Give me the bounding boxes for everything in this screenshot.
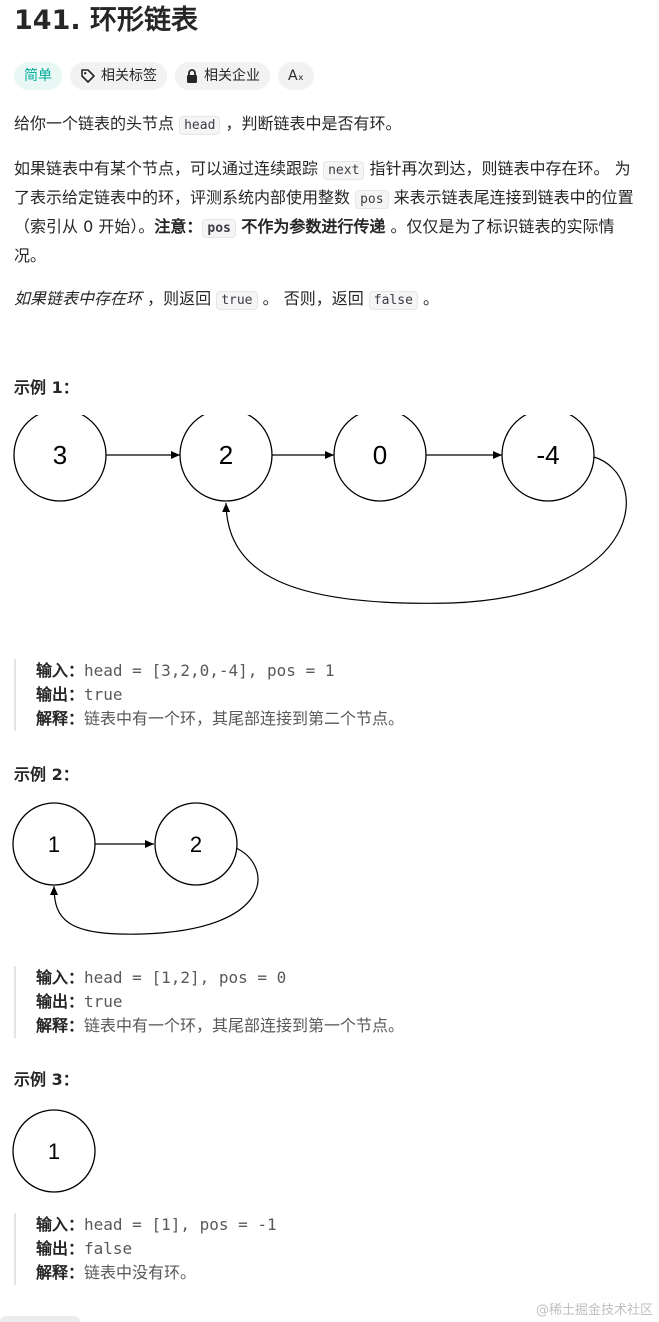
io-explain-row: 解释：链表中没有环。 bbox=[36, 1263, 197, 1282]
example-2-io: 输入：head = [1,2], pos = 0 输出：true 解释：链表中有… bbox=[14, 966, 645, 1038]
io-explain-row: 解释：链表中有一个环，其尾部连接到第二个节点。 bbox=[36, 709, 405, 728]
watermark: @稀土掘金技术社区 bbox=[535, 1303, 653, 1318]
translate-icon: Aₓ bbox=[288, 68, 304, 84]
code-next: next bbox=[323, 161, 365, 180]
io-input-row: 输入：head = [3,2,0,-4], pos = 1 bbox=[36, 661, 335, 680]
related-tags-label: 相关标签 bbox=[101, 68, 157, 84]
bottom-chip bbox=[0, 1316, 80, 1322]
example-3-diagram: 1 bbox=[12, 1109, 96, 1193]
io-input-row: 输入：head = [1,2], pos = 0 bbox=[36, 968, 287, 987]
node-value: 3 bbox=[53, 440, 67, 470]
io-input-row: 输入：head = [1], pos = -1 bbox=[36, 1215, 277, 1234]
io-output-row: 输出：true bbox=[36, 685, 123, 704]
example-3-io: 输入：head = [1], pos = -1 输出：false 解释：链表中没… bbox=[14, 1213, 645, 1285]
page-title: 141. 环形链表 bbox=[14, 5, 199, 36]
example-2: 示例 2： 1 2 输入：head = [1,2], pos = 0 输出：tr… bbox=[12, 761, 645, 1038]
related-companies-label: 相关企业 bbox=[204, 68, 260, 84]
difficulty-label: 简单 bbox=[24, 68, 52, 84]
example-1: 示例 1： 3 2 0 -4 输入：head = [3,2,0,-4], pos… bbox=[13, 374, 645, 731]
example-title: 示例 2： bbox=[14, 765, 79, 784]
description-p2: 如果链表中有某个节点，可以通过连续跟踪 next 指针再次到达，则链表中存在环。… bbox=[14, 159, 634, 265]
example-title: 示例 1： bbox=[14, 378, 79, 397]
description-p3: 如果链表中存在环 ，则返回 true 。 否则，返回 false 。 bbox=[14, 289, 440, 310]
io-output-row: 输出：false bbox=[36, 1239, 133, 1258]
code-true: true bbox=[216, 291, 258, 310]
translate-button[interactable]: Aₓ bbox=[278, 62, 314, 90]
cycle-arrow bbox=[50, 847, 259, 935]
difficulty-badge: 简单 bbox=[14, 62, 62, 90]
code-false: false bbox=[368, 291, 418, 310]
code-pos-note: pos bbox=[202, 219, 236, 238]
example-3: 示例 3： 1 输入：head = [1], pos = -1 输出：false… bbox=[12, 1066, 645, 1285]
list-node bbox=[154, 802, 238, 886]
example-2-diagram: 1 2 bbox=[12, 802, 259, 935]
io-output-row: 输出：true bbox=[36, 992, 123, 1011]
problem-page: 141. 环形链表 简单 相关标签 相关企业 Aₓ 给你一个链表的头节点 hea… bbox=[12, 5, 645, 1285]
node-value: 2 bbox=[219, 440, 233, 470]
node-value: 1 bbox=[48, 1139, 60, 1164]
example-title: 示例 3： bbox=[14, 1070, 79, 1089]
example-1-io: 输入：head = [3,2,0,-4], pos = 1 输出：true 解释… bbox=[14, 659, 645, 731]
description-p1: 给你一个链表的头节点 head ，判断链表中是否有环。 bbox=[14, 114, 402, 135]
node-value: 2 bbox=[190, 832, 202, 857]
related-companies-button[interactable]: 相关企业 bbox=[175, 62, 270, 90]
node-value: 1 bbox=[48, 832, 60, 857]
example-1-diagram: 3 2 0 -4 bbox=[13, 415, 627, 604]
tag-icon bbox=[81, 69, 95, 83]
io-explain-row: 解释：链表中有一个环，其尾部连接到第一个节点。 bbox=[36, 1016, 405, 1035]
list-node bbox=[12, 1109, 96, 1193]
node-value: -4 bbox=[536, 440, 559, 470]
related-tags-button[interactable]: 相关标签 bbox=[70, 62, 167, 90]
code-pos: pos bbox=[355, 190, 389, 209]
cycle-arrow bbox=[222, 456, 627, 604]
node-value: 0 bbox=[373, 440, 387, 470]
lock-icon bbox=[187, 69, 197, 83]
code-head: head bbox=[179, 116, 221, 135]
tag-bar: 简单 相关标签 相关企业 Aₓ bbox=[14, 62, 645, 90]
